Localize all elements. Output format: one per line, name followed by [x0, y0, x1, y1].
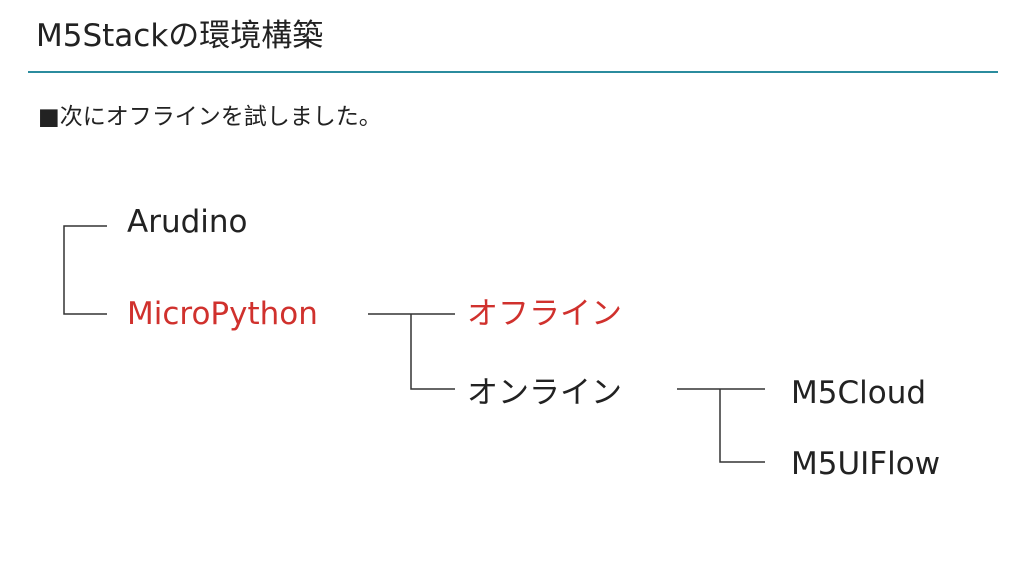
connector-online	[677, 388, 765, 463]
connector-root	[63, 225, 107, 315]
tree-node-m5uiflow: M5UIFlow	[791, 446, 941, 482]
tree-node-online: オンライン	[467, 375, 622, 411]
slide-title: M5Stackの環境構築	[36, 18, 324, 54]
title-divider	[28, 71, 998, 73]
tree-node-m5cloud: M5Cloud	[791, 375, 927, 411]
slide-subtitle: ■次にオフラインを試しました。	[38, 104, 382, 130]
tree-node-micropython: MicroPython	[127, 296, 318, 332]
connector-micropython	[368, 313, 455, 390]
tree-node-arudino: Arudino	[127, 204, 248, 240]
tree-node-offline: オフライン	[467, 296, 622, 332]
